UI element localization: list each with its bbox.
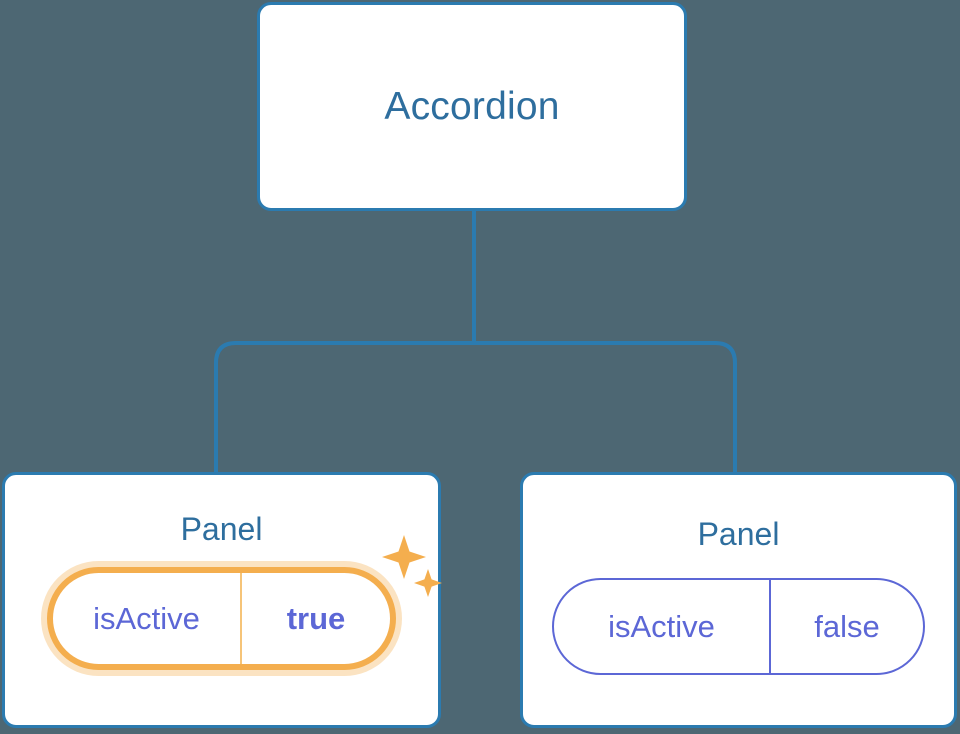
prop-value: false	[814, 608, 880, 644]
sparkle-large-icon	[382, 535, 426, 579]
node-panel-active-title: Panel	[180, 511, 263, 547]
prop-pill-isactive-true[interactable]: isActive true	[47, 567, 396, 670]
prop-pill-isactive-false[interactable]: isActive false	[552, 578, 925, 675]
prop-key: isActive	[53, 573, 242, 664]
node-accordion-title: Accordion	[384, 85, 560, 128]
prop-pill-inactive-wrap: isActive false	[552, 578, 925, 675]
node-accordion[interactable]: Accordion	[257, 2, 687, 211]
node-panel-active[interactable]: Panel isActive true	[2, 472, 442, 728]
prop-key: isActive	[554, 580, 771, 673]
prop-value: true	[286, 600, 346, 636]
sparkles-group	[382, 535, 442, 597]
prop-pill-active-wrap: isActive true	[47, 535, 442, 670]
connector-branch-bar	[214, 341, 737, 472]
node-panel-inactive-title: Panel	[697, 516, 780, 552]
node-panel-inactive[interactable]: Panel isActive false	[520, 472, 957, 728]
sparkle-small-icon	[414, 569, 442, 597]
